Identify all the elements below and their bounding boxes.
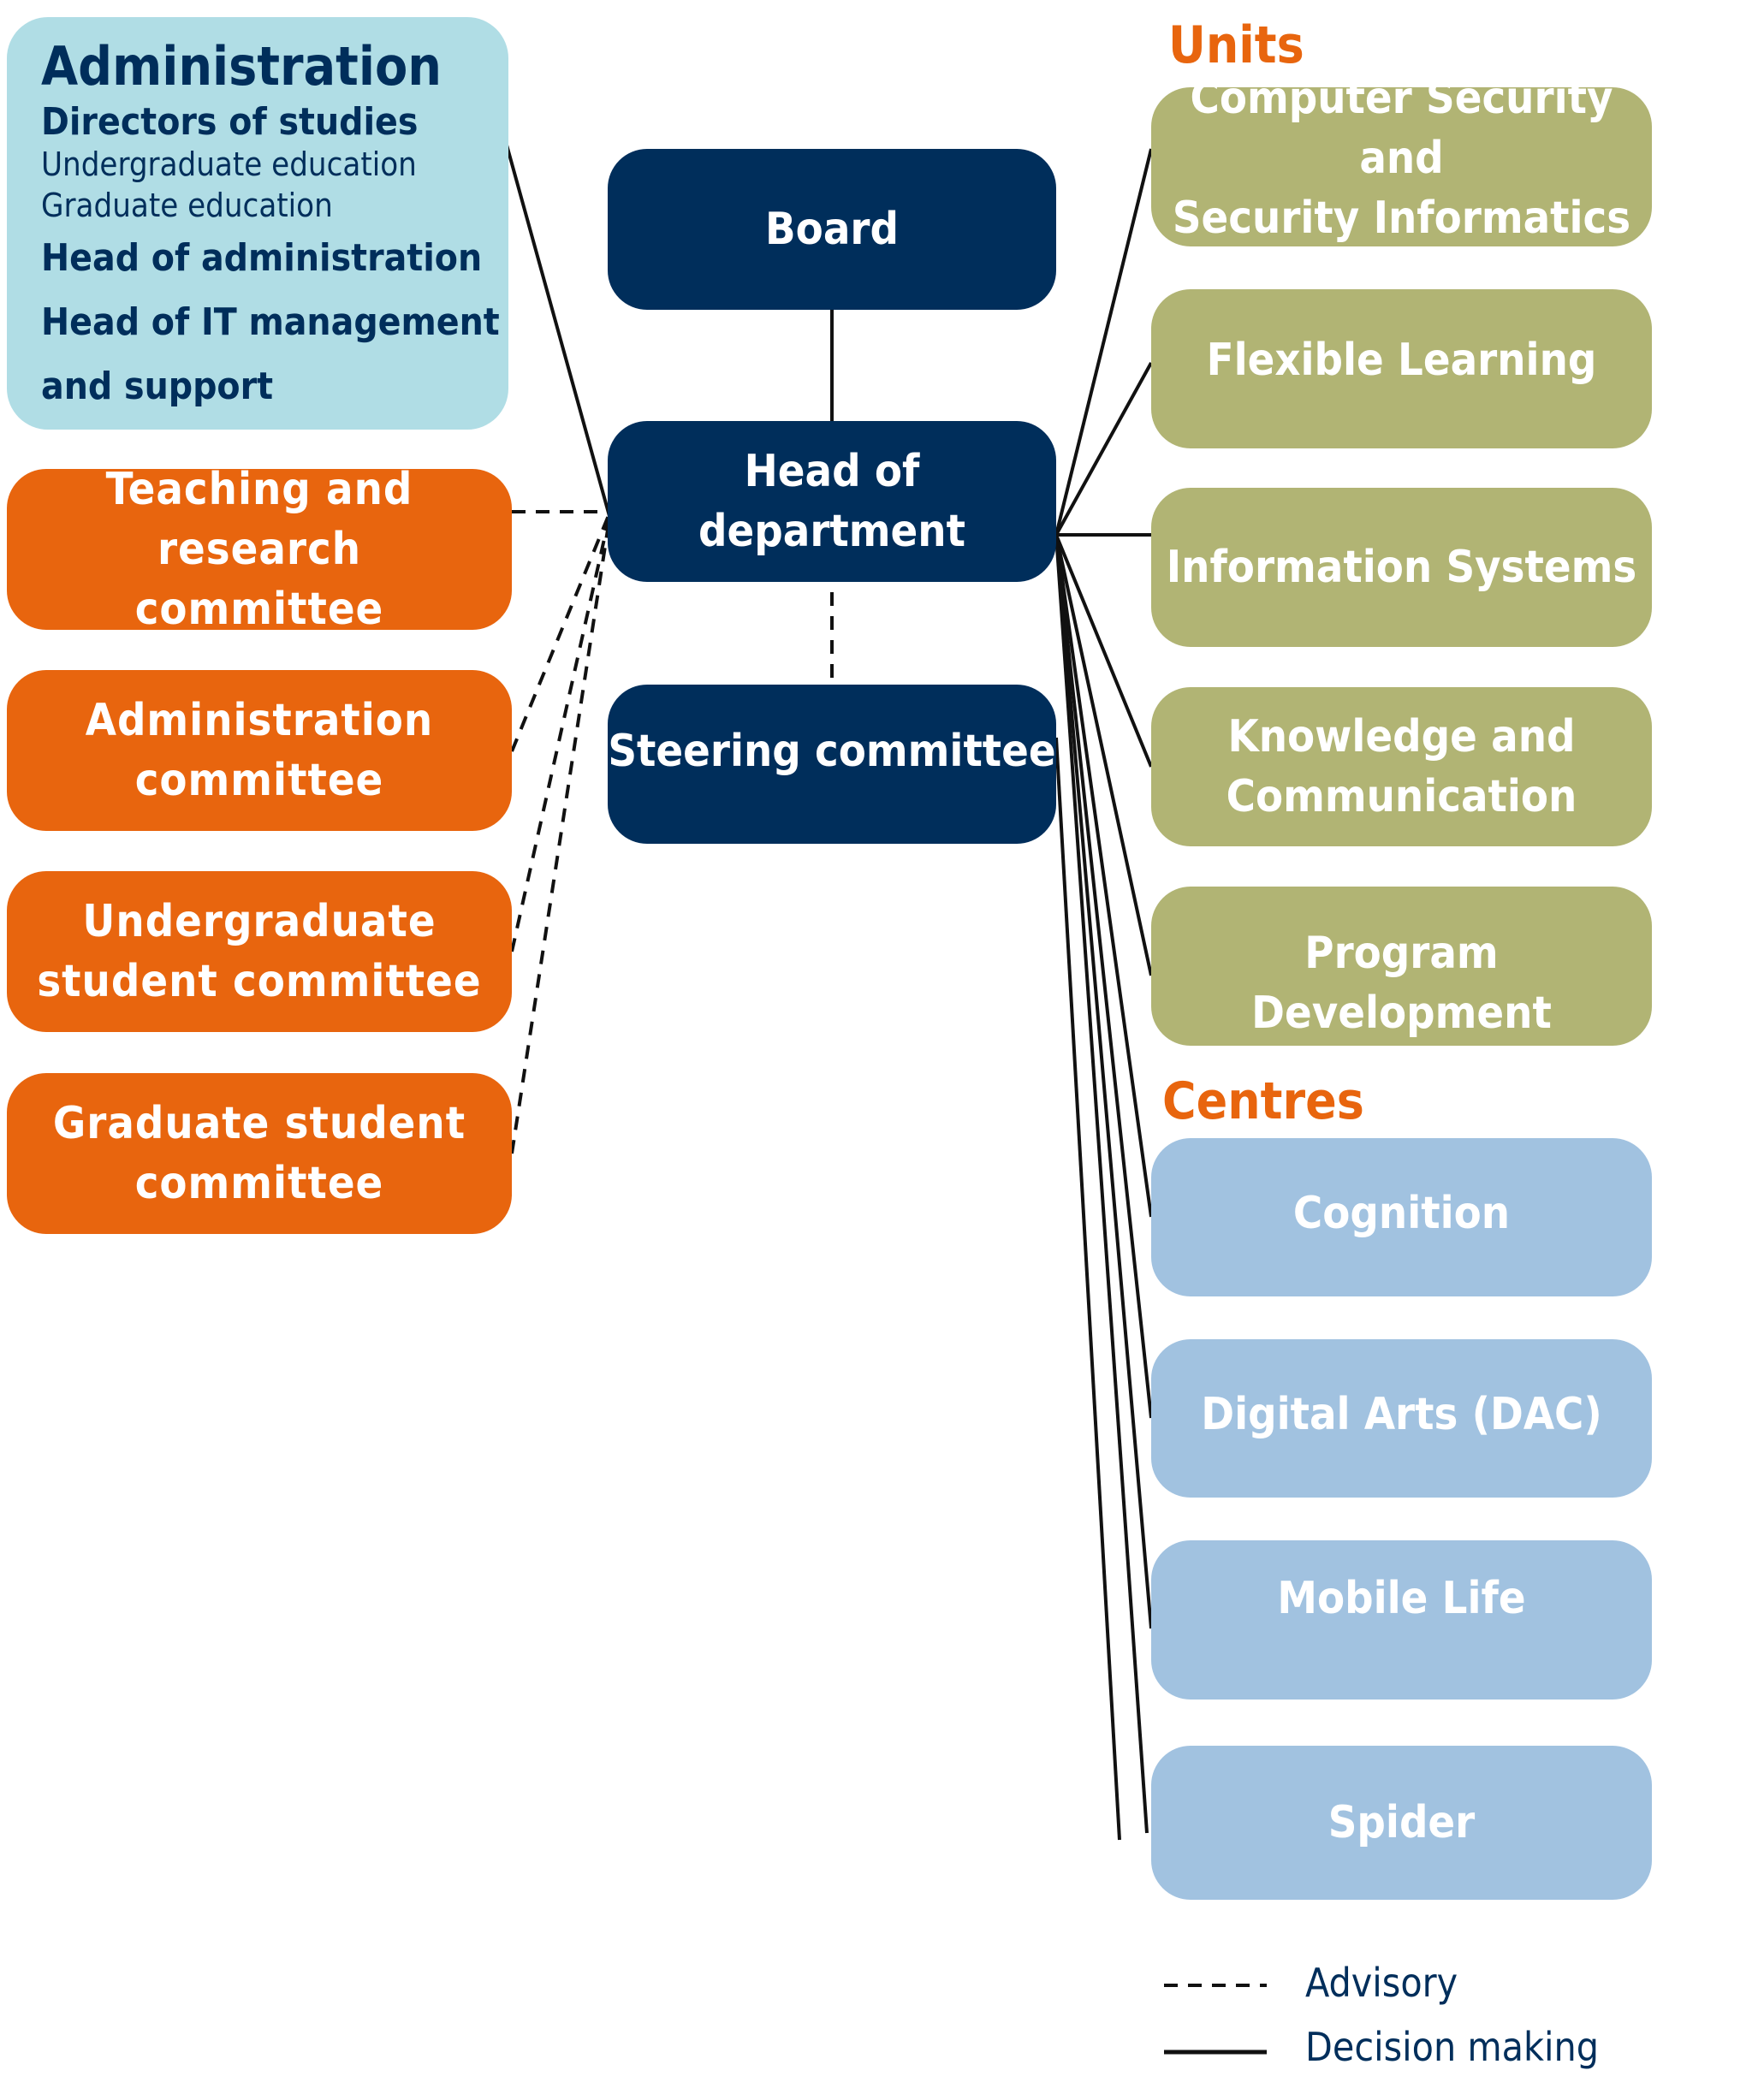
centre-label: Digital Arts (DAC) (1201, 1388, 1602, 1440)
head-line2: department (698, 506, 965, 557)
committee-graduate-student: Graduate student committee (7, 1073, 512, 1234)
unit-line1: Information Systems (1166, 542, 1637, 593)
unit-computer-security: Computer Security and Security Informati… (1151, 73, 1652, 246)
unit-line2: Communication (1226, 771, 1577, 822)
committee-line2: committee (134, 755, 384, 806)
centres-title: Centres (1162, 1071, 1364, 1131)
head-of-it-line2: and support (41, 365, 274, 408)
unit-line2: Security Informatics (1172, 193, 1631, 244)
line-head-unit-5 (1054, 534, 1153, 976)
committee-line2: committee (134, 584, 384, 635)
administration-box: Administration Directors of studies Unde… (7, 17, 508, 430)
graduate-education: Graduate education (41, 187, 333, 224)
undergraduate-education: Undergraduate education (41, 145, 417, 183)
legend-decision-making: Decision making (1305, 2024, 1600, 2070)
directors-of-studies: Directors of studies (41, 100, 419, 144)
dash-admincomm-head (510, 513, 611, 752)
committee-undergraduate-student: Undergraduate student committee (7, 871, 512, 1032)
line-head-unit-1 (1054, 148, 1153, 536)
board-label: Board (765, 204, 899, 255)
unit-line1: Program Development (1251, 928, 1552, 1039)
committee-teaching-research: Teaching and research committee (7, 464, 512, 635)
steering-label: Steering committee (608, 726, 1056, 777)
centre-cognition: Cognition (1151, 1138, 1652, 1296)
steering-committee-box: Steering committee (608, 685, 1056, 844)
committee-line2: committee (134, 1158, 384, 1209)
line-head-centre-2 (1054, 534, 1153, 1419)
dash-undergrad-head (510, 515, 611, 952)
unit-line1: Computer Security and (1190, 73, 1613, 184)
head-of-it-line1: Head of IT management (41, 300, 500, 344)
line-head-centre-1 (1054, 534, 1153, 1218)
units-title: Units (1168, 15, 1304, 75)
legend-advisory: Advisory (1305, 1960, 1458, 2006)
committee-line1: Administration (85, 695, 434, 746)
committee-administration: Administration committee (7, 670, 512, 831)
unit-information-systems: Information Systems (1151, 488, 1652, 647)
line-head-unit-2 (1054, 362, 1153, 536)
head-line1: Head of (744, 446, 920, 497)
committee-line1: Graduate student (52, 1098, 466, 1149)
centre-label: Cognition (1292, 1187, 1511, 1239)
unit-line1: Flexible Learning (1206, 335, 1597, 386)
unit-knowledge-communication: Knowledge and Communication (1151, 687, 1652, 846)
centre-mobile-life: Mobile Life (1151, 1540, 1652, 1700)
line-head-centre-4 (1054, 534, 1149, 1834)
line-admin-head (502, 132, 611, 517)
line-steering-centre (1054, 737, 1121, 1841)
head-of-administration: Head of administration (41, 236, 483, 280)
committee-line1: Teaching and research (105, 464, 413, 575)
committee-line2: student committee (37, 956, 482, 1007)
centre-label: Spider (1327, 1797, 1476, 1848)
unit-flexible-learning: Flexible Learning (1151, 289, 1652, 448)
administration-title: Administration (41, 35, 442, 98)
centre-digital-arts: Digital Arts (DAC) (1151, 1339, 1652, 1498)
line-head-unit-4 (1054, 534, 1153, 768)
dash-grad-head (510, 518, 611, 1154)
unit-line1: Knowledge and (1227, 711, 1576, 762)
head-of-department-box: Head of department (608, 421, 1056, 582)
centre-label: Mobile Life (1277, 1573, 1526, 1624)
unit-program-development: Program Development (1151, 887, 1652, 1046)
centre-spider: Spider (1151, 1746, 1652, 1900)
board-box: Board (608, 149, 1056, 310)
committee-line1: Undergraduate (82, 896, 437, 947)
line-head-centre-3 (1054, 534, 1153, 1629)
